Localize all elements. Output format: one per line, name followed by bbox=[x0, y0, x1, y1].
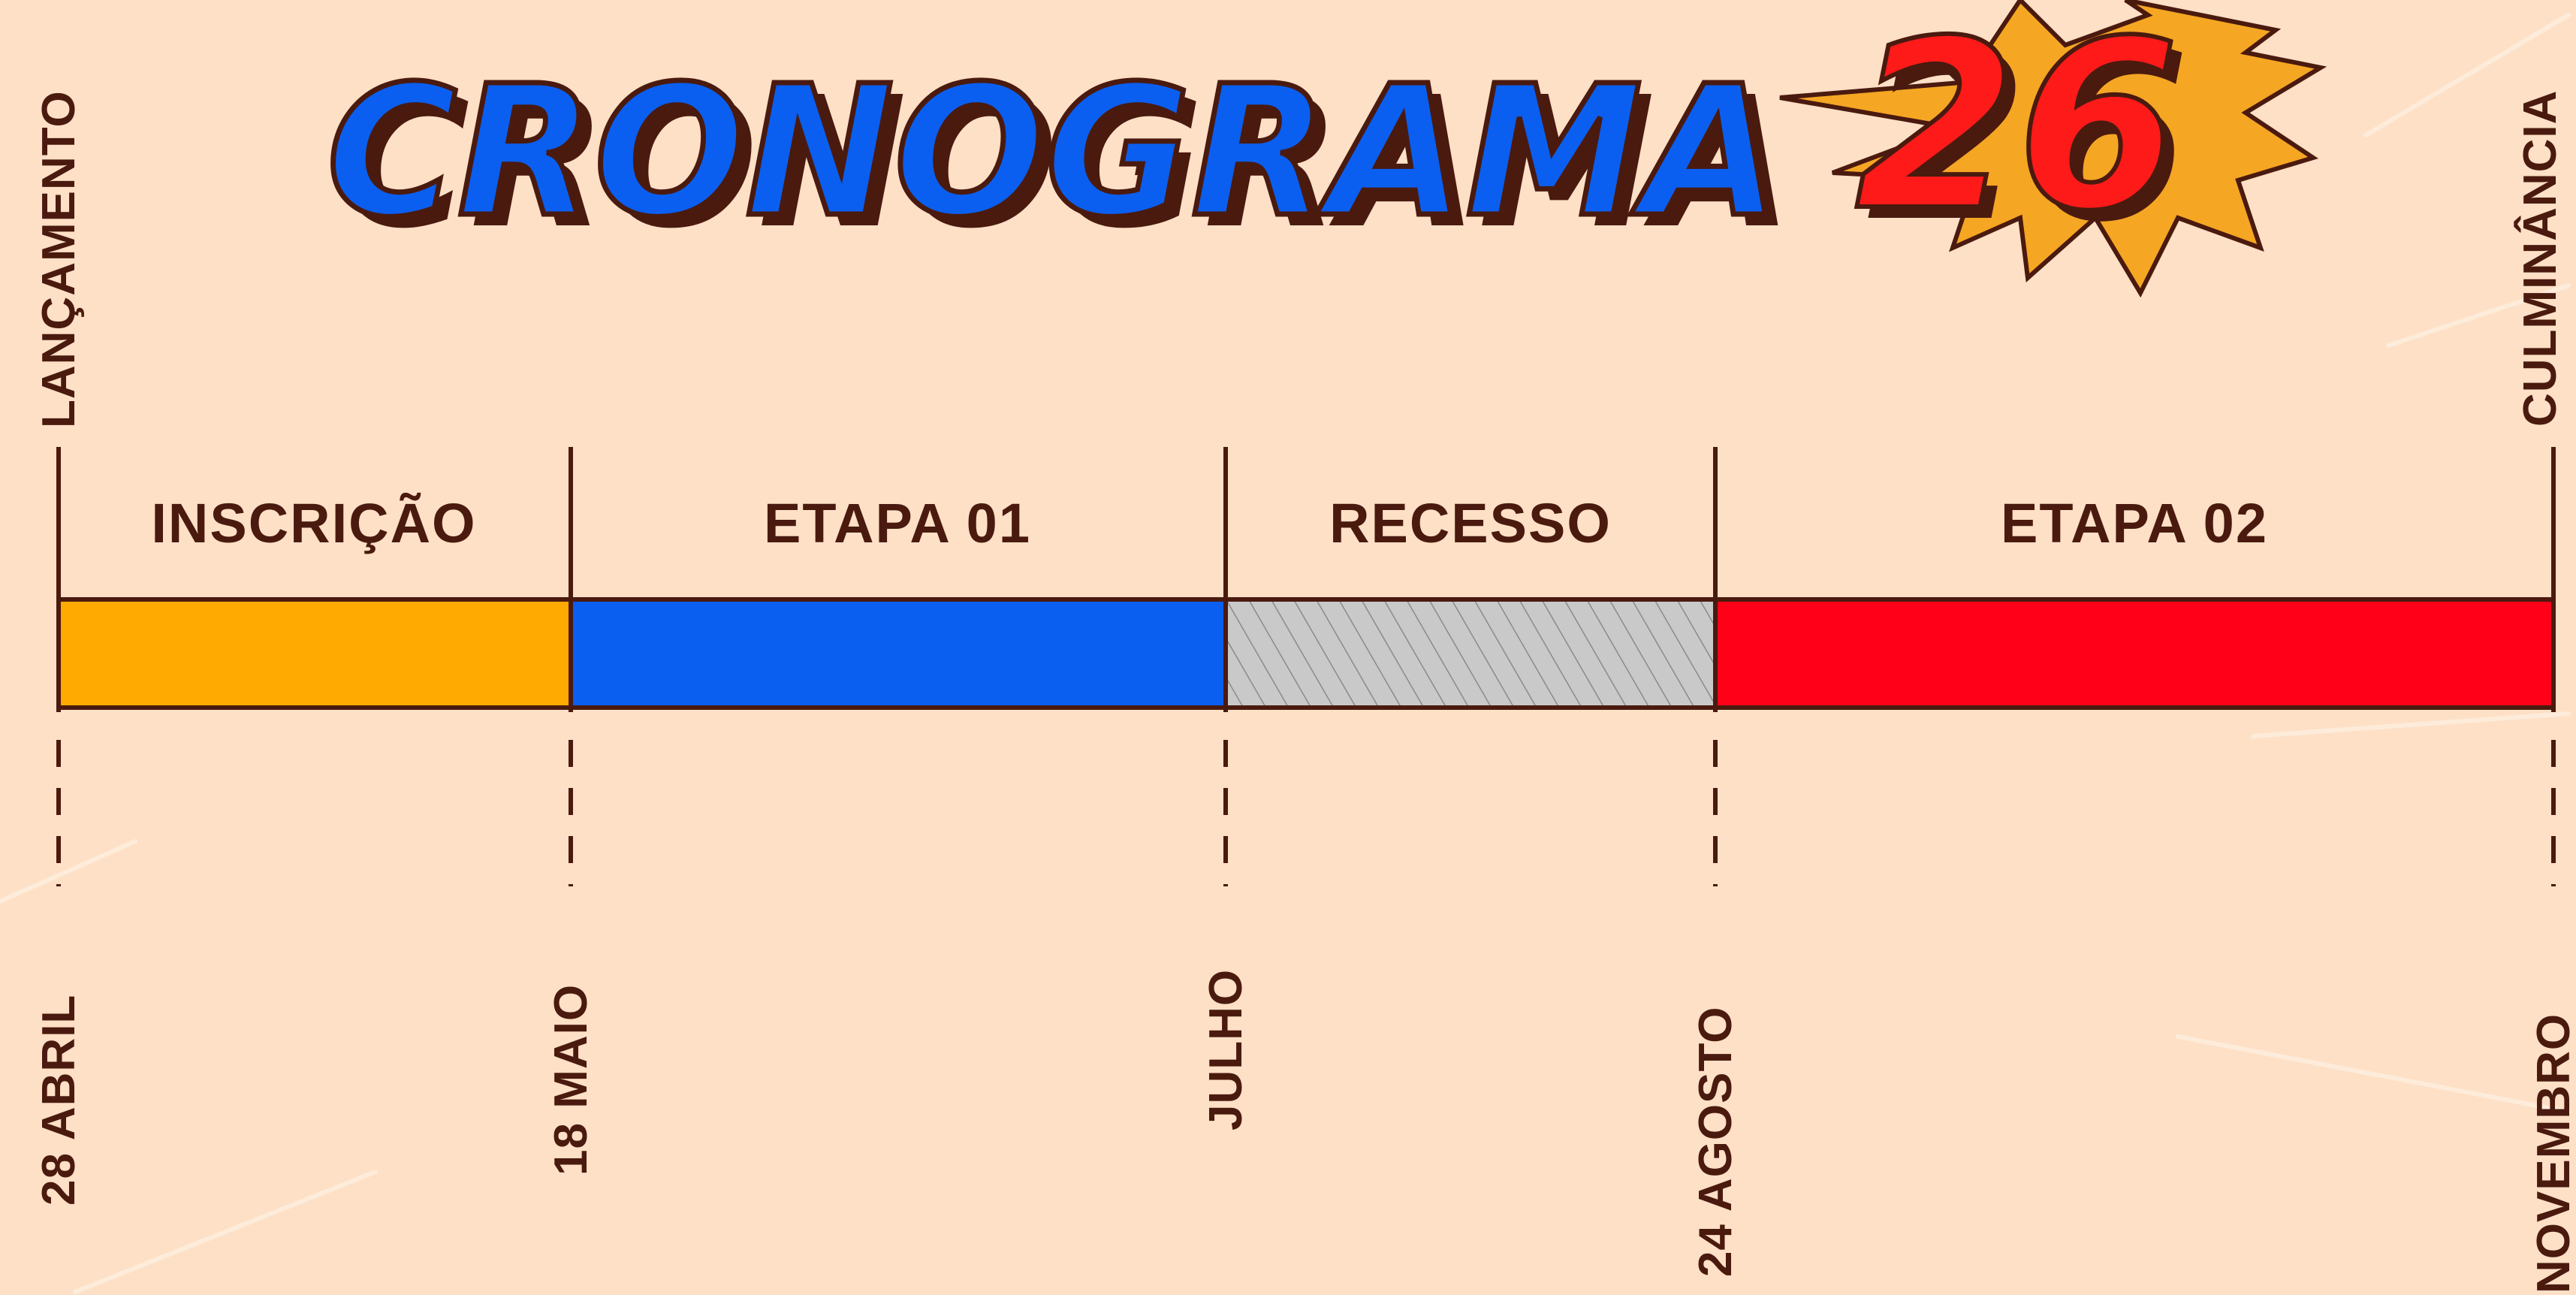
date-label-2: JULHO bbox=[1200, 968, 1252, 1130]
segment-label-recesso: RECESSO bbox=[1329, 492, 1612, 554]
segment-label-etapa-01: ETAPA 01 bbox=[764, 492, 1031, 554]
segment-bar-etapa-01 bbox=[569, 597, 1228, 710]
segment-label-etapa-02: ETAPA 02 bbox=[2001, 492, 2268, 554]
title-graphic: 26 26 CRONOGRAMA CRONOGRAMA bbox=[324, 0, 2327, 298]
segment-bar-recesso bbox=[1223, 597, 1718, 710]
date-label-1: 18 MAIO bbox=[545, 983, 597, 1176]
title-main: CRONOGRAMA bbox=[327, 47, 1780, 257]
segment-label-inscricao: INSCRIÇÃO bbox=[151, 492, 477, 554]
burst-icon bbox=[1779, 0, 2327, 298]
date-label-3: 24 AGOSTO bbox=[1690, 1006, 1742, 1277]
segment-bar-etapa-02 bbox=[1713, 597, 2556, 710]
title-number-shadow: 26 bbox=[1866, 2, 2190, 273]
date-label-4: NOVEMBRO bbox=[2528, 1013, 2576, 1293]
date-label-0: 28 ABRIL bbox=[33, 994, 85, 1206]
segment-bar-inscricao bbox=[56, 597, 573, 710]
title-number: 26 bbox=[1855, 0, 2179, 262]
title-main-shadow: CRONOGRAMA bbox=[339, 58, 1793, 268]
